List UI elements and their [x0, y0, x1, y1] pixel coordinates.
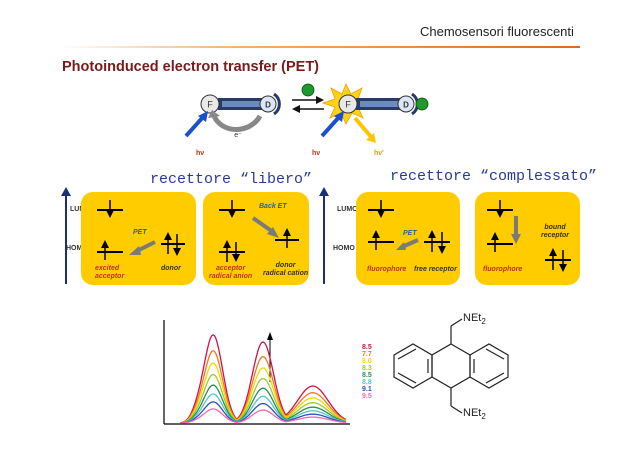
homo-label-right: HOMO [333, 245, 355, 252]
donor-letter-left: D [265, 101, 271, 110]
free-receptor-label: free receptor [414, 266, 457, 273]
donor-label: donor [161, 265, 181, 272]
fluorophore-left-circle [200, 94, 220, 114]
ph-value: 9.1 [362, 386, 372, 393]
slide-title: Photoinduced electron transfer (PET) [62, 59, 319, 75]
homo-label-left: HOMO [66, 245, 88, 252]
fluorophore-right-circle [338, 94, 358, 114]
complexed-receptor-title: recettore “complessato” [390, 168, 598, 185]
donor-right-circle [397, 95, 415, 113]
emission-spectra [163, 320, 350, 425]
equilibrium-forward-head [316, 96, 324, 104]
header-rule [60, 46, 580, 48]
n-top-bond [450, 318, 463, 327]
guest-ion-left [301, 83, 315, 97]
guest-ion-bound [415, 97, 429, 111]
spectrum-curve [179, 334, 347, 424]
anthracene-structure [393, 318, 509, 414]
linker-left-highlight [222, 101, 262, 107]
course-title: Chemosensori fluorescenti [420, 24, 574, 39]
substituent-bottom: NEt2 [463, 407, 486, 422]
lumo-label-left: LUMO [70, 206, 91, 213]
ph-value: 8.5 [362, 372, 372, 379]
linker-right-highlight [360, 101, 400, 107]
ph-value: 8.5 [362, 344, 372, 351]
ph-value: 8.8 [362, 379, 372, 386]
ph-legend: 8.5 7.7 8.0 8.3 8.5 8.8 9.1 9.5 [362, 344, 382, 400]
hv-emission-label: hν' [374, 150, 384, 157]
spectrum-curve [179, 349, 347, 424]
lumo-electron-down [106, 210, 114, 218]
left-ring [393, 343, 433, 389]
hv-right-arrowhead [334, 111, 344, 122]
spectrum-curve [179, 373, 347, 424]
hv-left-arrowhead [198, 111, 208, 122]
fluorophore-letter-left: F [207, 100, 213, 110]
ph-value: 8.3 [362, 365, 372, 372]
hv-left-arrow [184, 114, 206, 138]
hv-right-arrow [320, 114, 342, 138]
hv-left-label: hν [196, 150, 204, 157]
fluorophore-label-bound: fluorophore [483, 266, 523, 273]
lumo-label-right: LUMO [337, 206, 358, 213]
pet-label-complexed: PET [403, 230, 417, 237]
ph-value: 7.7 [362, 351, 372, 358]
pet-arrow [136, 240, 156, 253]
n-bottom-bond [450, 405, 463, 414]
ph-value: 8.0 [362, 358, 372, 365]
fluorophore-label: fluorophore [367, 266, 407, 273]
panel-complexed-pet: PET fluorophore free receptor [356, 192, 460, 285]
receptor-cup-left [273, 92, 281, 116]
donor-letter-right: D [403, 101, 409, 110]
energy-axis-right [319, 187, 329, 284]
donor-left-circle [259, 95, 277, 113]
hv-emission-arrow [353, 116, 374, 140]
ph-value: 9.5 [362, 393, 372, 400]
spectrum-curve [179, 393, 347, 424]
right-ring [469, 343, 509, 389]
hv-right-label: hν [312, 150, 320, 157]
equilibrium-back-head [292, 105, 300, 113]
spectrum-curve [179, 408, 347, 424]
fluorophore-letter-right: F [345, 100, 351, 110]
substituent-top: NEt2 [463, 312, 486, 327]
central-ring [431, 343, 471, 389]
back-et-label: Back ET [259, 203, 287, 210]
pet-scheme: F D e⁻ hν F D hν hν' [184, 83, 429, 157]
homo-electron-up [101, 240, 109, 248]
increase-arrowhead [267, 332, 273, 340]
spectrum-curve [180, 401, 347, 424]
spectrum-curve [179, 384, 347, 424]
electron-transfer-arrow [211, 114, 263, 132]
electron-arrowhead [208, 110, 220, 118]
spectrum-curve [179, 362, 347, 424]
back-et-arrow [251, 216, 275, 234]
free-receptor-title: recettore “libero” [150, 171, 313, 188]
electron-label: e⁻ [234, 132, 242, 139]
hv-emission-arrowhead [366, 133, 376, 143]
energy-axis-left [61, 187, 71, 284]
pet-label-free: PET [133, 229, 147, 236]
